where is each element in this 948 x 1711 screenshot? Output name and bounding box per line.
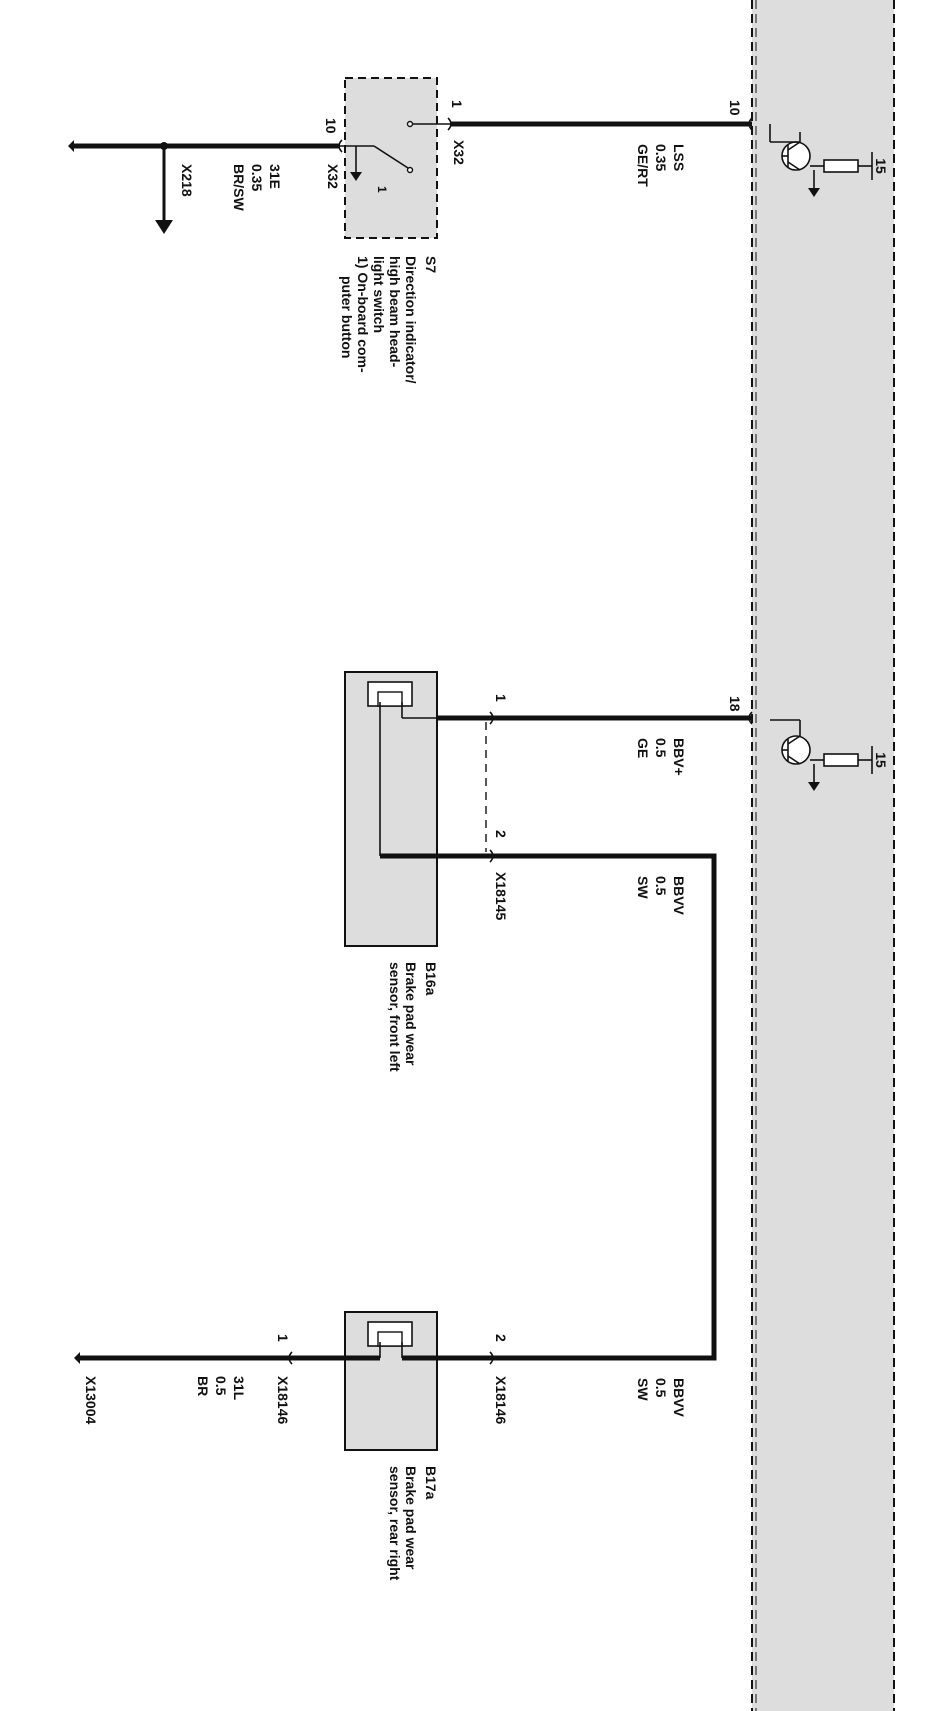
wire-bbv-plus-size: 0.5	[653, 738, 669, 758]
wire-bbvv-rear-name: BBVV	[671, 1378, 687, 1418]
b17a-pin2: 2	[493, 1334, 509, 1342]
sensor-b16a: 1 2 X18145 B16a Brake pad wear sensor, f…	[344, 671, 509, 1072]
resistor	[823, 753, 859, 767]
b16a-pin1: 1	[493, 694, 509, 702]
switch-s7: 1 X32 1 10 X32 S7 Direction indicator/ h…	[323, 77, 467, 384]
wire-31l-color: BR	[195, 1376, 211, 1396]
wire-31l: X18146 31L 0.5 BR X13004	[74, 1352, 291, 1424]
sensor-b17a: 2 X18146 1 B17a Brake pad wear sensor, r…	[275, 1311, 509, 1581]
s7-id: S7	[423, 256, 439, 273]
s7-desc-line3: light switch	[371, 256, 387, 333]
b17a-pin1: 1	[275, 1334, 291, 1342]
wire-lss-color: GE/RT	[635, 144, 651, 187]
wire-31e-name: 31E	[267, 164, 283, 189]
b17a-id: B17a	[423, 1466, 439, 1500]
connector-x18145: X18145	[493, 872, 509, 920]
s7-connector-x32-out: X32	[325, 164, 341, 189]
ground-arrow	[808, 188, 820, 197]
s7-desc-line2: high beam head-	[387, 256, 403, 368]
wire-bbvv-front-size: 0.5	[653, 876, 669, 896]
wire-31e-size: 0.35	[249, 164, 265, 191]
wire-bbvv-front-color: SW	[635, 876, 651, 899]
wire-31l-size: 0.5	[213, 1376, 229, 1396]
wire-bbvv-rear-color: SW	[635, 1378, 651, 1401]
s7-pin10: 10	[323, 118, 339, 134]
b17a-desc-line2: sensor, rear right	[387, 1466, 403, 1581]
resistor	[823, 159, 859, 173]
wire-bbvv-line	[492, 853, 717, 1361]
wire-bbvv-rear-size: 0.5	[653, 1378, 669, 1398]
b16a-id: B16a	[423, 962, 439, 996]
wire-bbvv-front-name: BBVV	[671, 876, 687, 916]
wire-lss-name: LSS	[671, 144, 687, 171]
ground-arrow	[350, 172, 362, 181]
switch-s7-body	[344, 77, 438, 239]
b17a-desc-line1: Brake pad wear	[403, 1466, 419, 1570]
connector-x218: X218	[179, 164, 195, 197]
wire-lss-size: 0.35	[653, 144, 669, 171]
branch-arrow	[155, 220, 173, 234]
transistor-stage-pin10: 15	[769, 124, 889, 197]
connector-x18146-a: X18146	[493, 1376, 509, 1424]
wire-31e: 31E 0.35 BR/SW X218	[68, 139, 343, 234]
wire-lss: 10 LSS 0.35 GE/RT	[450, 100, 753, 187]
s7-desc-line4: 1) On-board com-	[355, 256, 371, 373]
wire-31e-color: BR/SW	[231, 164, 247, 211]
ground-terminal-label: 15	[873, 752, 889, 768]
wire-bbv-plus-name: BBV+	[671, 738, 687, 776]
b16a-desc-line1: Brake pad wear	[403, 962, 419, 1066]
s7-pin1: 1	[449, 100, 465, 108]
control-unit-pin-18: 18	[727, 696, 743, 712]
wire-bbv-plus-color: GE	[635, 738, 651, 758]
ground-terminal-marker	[74, 1352, 80, 1364]
wire-bbv-plus: 18 BBV+ 0.5 GE	[440, 696, 753, 776]
s7-connector-x32-in: X32	[451, 140, 467, 165]
ground-terminal-label: 15	[873, 158, 889, 174]
ground-arrow	[808, 782, 820, 791]
control-unit-pin-10: 10	[727, 100, 743, 116]
connector-x18146-b: X18146	[275, 1376, 291, 1424]
b16a-desc-line2: sensor, front left	[387, 962, 403, 1072]
sensor-b16a-body	[344, 671, 438, 947]
s7-inner-label: 1	[375, 186, 389, 193]
s7-desc-line1: Direction indicator/	[403, 256, 419, 384]
wire-31l-name: 31L	[231, 1376, 247, 1401]
wire-bbvv: BBVV 0.5 SW BBVV 0.5 SW	[492, 853, 717, 1418]
s7-desc-line5: puter button	[339, 276, 355, 358]
connector-x13004: X13004	[83, 1376, 99, 1424]
control-unit	[751, 0, 895, 1711]
ground-terminal-marker	[68, 140, 74, 152]
control-unit-body	[752, 0, 894, 1711]
b16a-pin2: 2	[493, 830, 509, 838]
transistor-stage-pin18: 15	[770, 719, 889, 791]
